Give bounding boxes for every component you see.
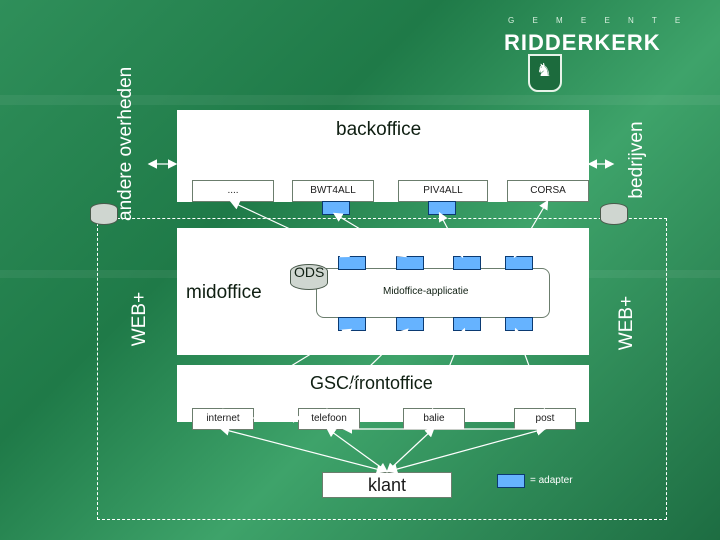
andere-overheden-database-icon xyxy=(90,203,118,225)
app-bwt4all: BWT4ALL xyxy=(292,180,374,202)
channel-balie: balie xyxy=(403,408,465,430)
web-right-label: WEB+ xyxy=(616,295,637,351)
backoffice-title: backoffice xyxy=(336,119,422,140)
customer-box: klant xyxy=(322,472,452,498)
bedrijven-label: bedrijven xyxy=(626,121,647,199)
app-piv4all: PIV4ALL xyxy=(398,180,488,202)
legend-adapter-icon xyxy=(497,474,525,488)
adapter-icon xyxy=(505,256,533,270)
crest-icon xyxy=(528,54,562,92)
adapter-icon xyxy=(322,201,350,215)
adapter-icon xyxy=(453,256,481,270)
adapter-icon xyxy=(396,256,424,270)
adapter-icon xyxy=(428,201,456,215)
app-ellipsis: .... xyxy=(192,180,274,202)
background-stripe xyxy=(0,95,720,105)
municipality-logo: G E M E E N T E RIDDERKERK xyxy=(500,8,715,92)
adapter-icon xyxy=(338,317,366,331)
web-left-label: WEB+ xyxy=(129,291,150,347)
app-corsa: CORSA xyxy=(507,180,589,202)
ods-database-icon xyxy=(290,264,328,290)
adapter-icon xyxy=(453,317,481,331)
midoffice-application-box xyxy=(316,268,550,318)
adapter-icon xyxy=(505,317,533,331)
logo-subtitle: G E M E E N T E xyxy=(508,16,689,25)
channel-internet: internet xyxy=(192,408,254,430)
frontoffice-title: GSC/frontoffice xyxy=(310,373,433,393)
bedrijven-database-icon xyxy=(600,203,628,225)
adapter-icon xyxy=(338,256,366,270)
ods-label: ODS xyxy=(294,264,325,280)
andere-overheden-label: andere overheden xyxy=(115,66,136,221)
logo-title: RIDDERKERK xyxy=(504,30,661,55)
midoffice-title: midoffice xyxy=(186,282,262,303)
midoffice-application-label: Midoffice-applicatie xyxy=(383,286,469,297)
legend-adapter-label: = adapter xyxy=(530,475,573,486)
adapter-icon xyxy=(396,317,424,331)
channel-telefoon: telefoon xyxy=(298,408,360,430)
channel-post: post xyxy=(514,408,576,430)
